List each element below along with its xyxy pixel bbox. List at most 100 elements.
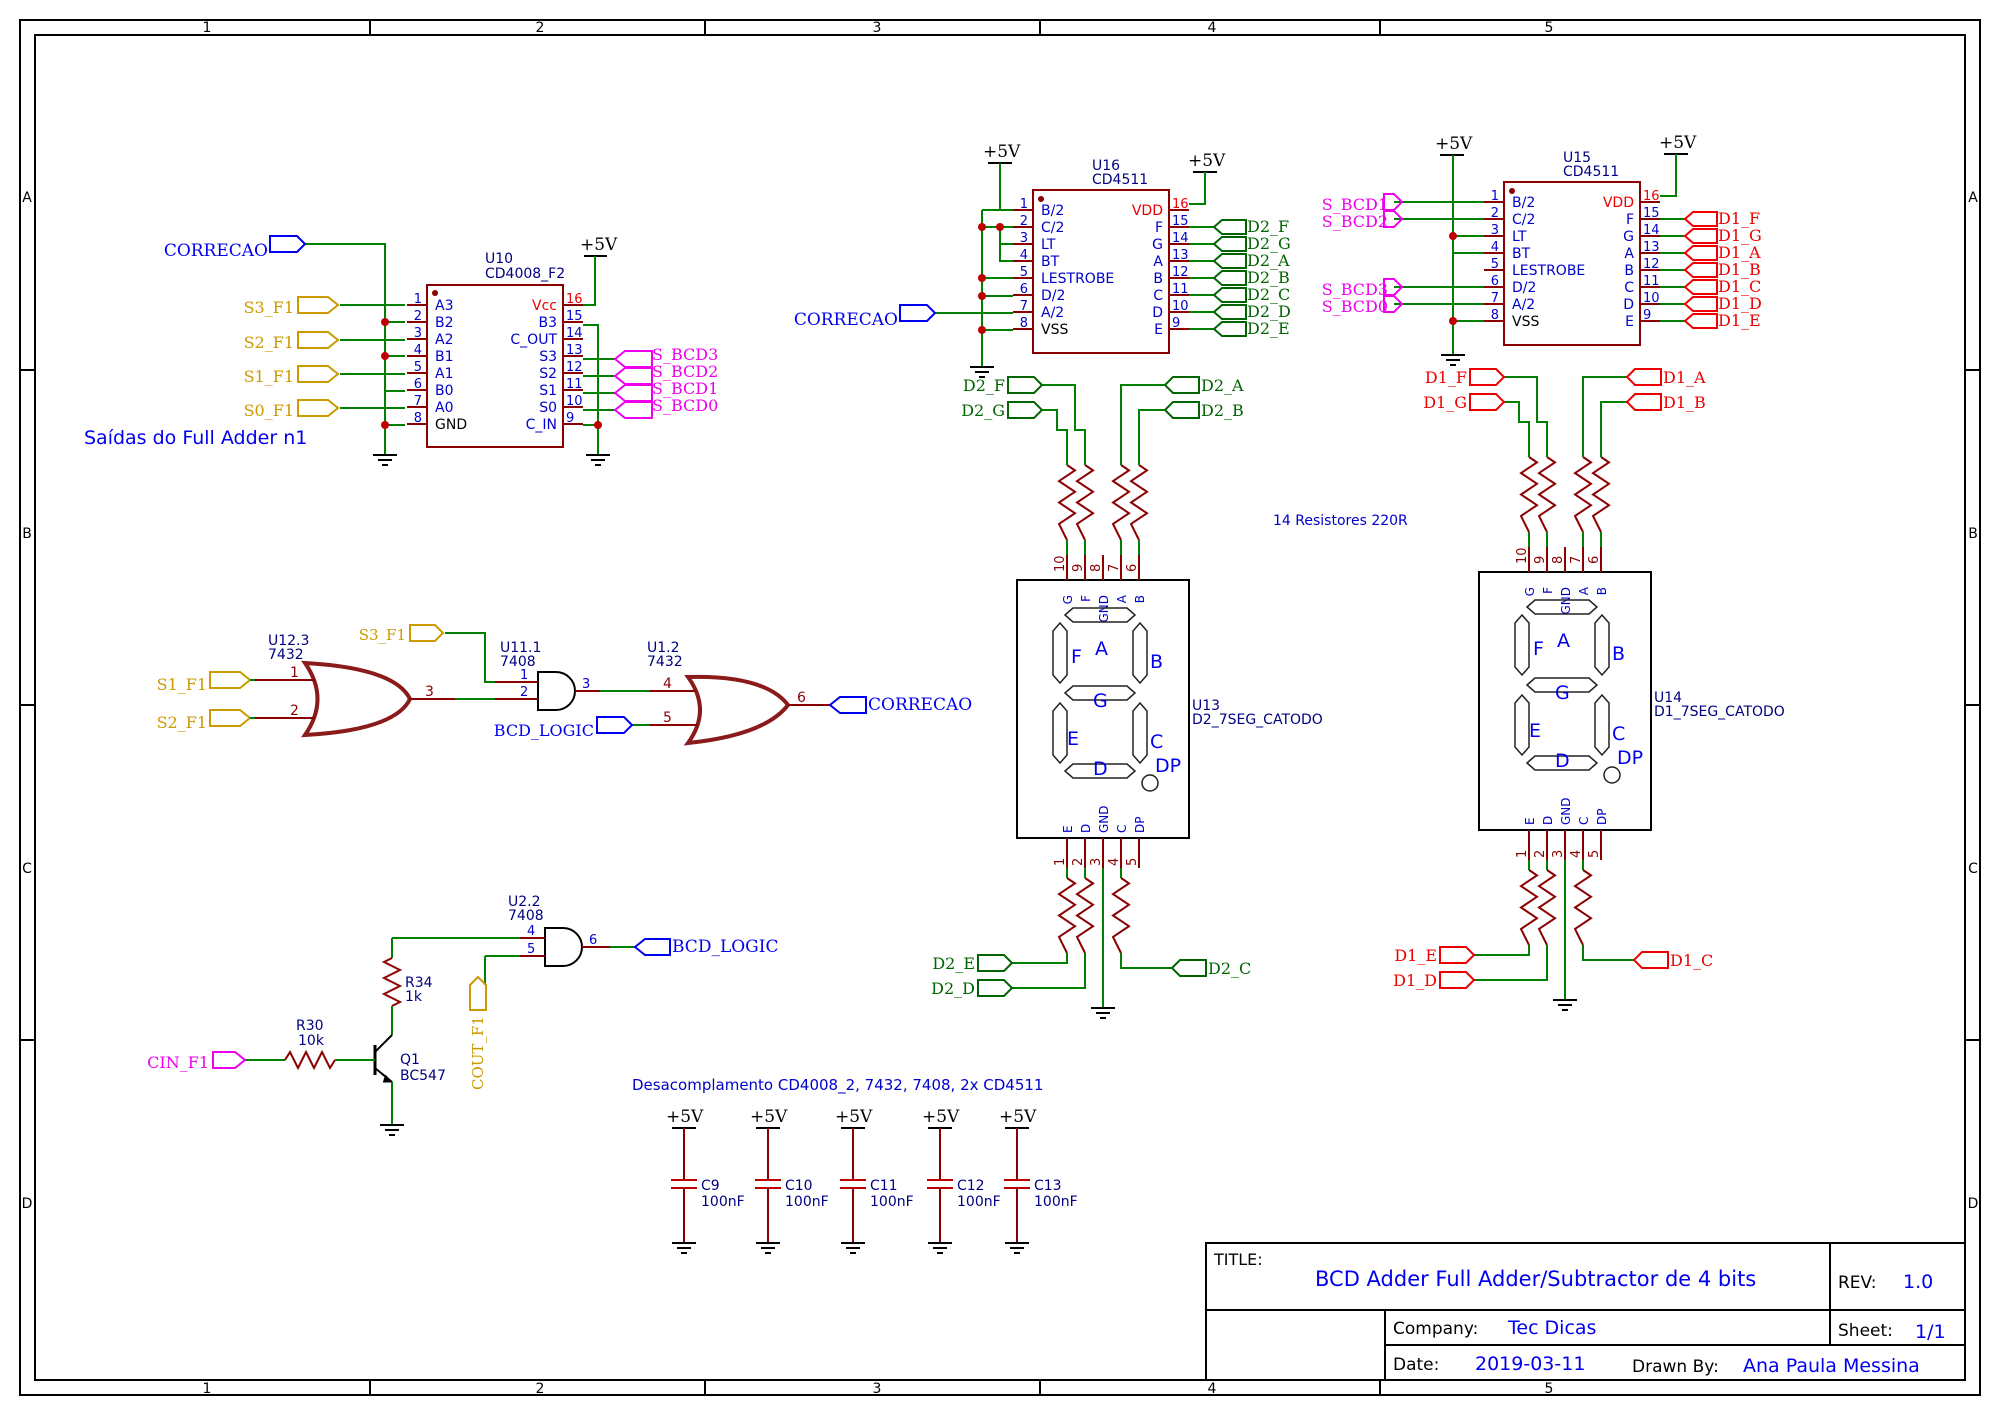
u10-value: CD4008_F2 — [485, 266, 565, 282]
net-flag-s3-f1: S3_F1 — [244, 296, 340, 317]
pin-name: DP — [1595, 809, 1609, 825]
pin-name: B — [1133, 595, 1147, 603]
pin-number: 9 — [566, 411, 574, 426]
pin-name: A1 — [435, 366, 453, 382]
u2-ref: U2.2 — [508, 894, 541, 910]
net-label: D2_F — [1247, 217, 1289, 236]
u10-caption: Saídas do Full Adder n1 — [84, 427, 307, 449]
col-label: 1 — [203, 1381, 212, 1397]
net-label: D1_A — [1718, 243, 1761, 262]
pin-number: 3 — [414, 326, 422, 341]
net-flag-correcao: CORRECAO — [164, 235, 307, 261]
net-flag — [1212, 287, 1247, 303]
pin-number: 5 — [1125, 858, 1140, 866]
net-label: D2_A — [1201, 376, 1244, 395]
pin-name: B0 — [435, 383, 454, 399]
resistor — [1573, 456, 1593, 533]
net-label: CIN_F1 — [147, 1053, 209, 1072]
power-label: +5V — [750, 1107, 788, 1127]
pin-name: E — [1154, 322, 1163, 338]
drawn-label: Drawn By: — [1632, 1357, 1719, 1377]
segment-dp — [1603, 766, 1621, 784]
net-flag — [1007, 401, 1044, 419]
decoupling-caps: +5VC9100nF+5VC10100nF+5VC11100nF+5VC1210… — [666, 1107, 1078, 1254]
net-label: D2_C — [1208, 959, 1251, 978]
pin-num: 4 — [527, 924, 535, 939]
pin-name: B1 — [435, 349, 454, 365]
pin-name: D — [1152, 305, 1163, 321]
u16-ref: U16 — [1092, 158, 1120, 174]
pin-number: 2 — [1533, 850, 1548, 858]
pin-number: 4 — [1569, 850, 1584, 858]
col-label: 4 — [1208, 20, 1217, 36]
cap-value: 100nF — [701, 1194, 745, 1210]
company-label: Company: — [1393, 1319, 1478, 1339]
segment-f — [1052, 621, 1068, 685]
cap-ref: C10 — [785, 1178, 813, 1194]
net-flag — [977, 979, 1014, 997]
pin-num: 2 — [290, 703, 299, 719]
pin-number: 7 — [1020, 299, 1028, 314]
ground-icon — [380, 1124, 404, 1136]
pin-number: 6 — [1587, 556, 1602, 564]
pin-number: 6 — [1020, 282, 1028, 297]
net-label: CORRECAO — [868, 695, 972, 715]
segment-label: C — [1612, 723, 1625, 745]
net-label: D1_G — [1423, 393, 1467, 412]
net-label: S2_F1 — [157, 713, 207, 732]
pin-name: BT — [1041, 254, 1060, 270]
u1-value: 7432 — [647, 654, 683, 670]
pin-name: VSS — [1041, 322, 1068, 338]
resistor — [1573, 869, 1593, 946]
u16-value: CD4511 — [1092, 172, 1148, 188]
resistor — [1537, 456, 1557, 533]
segment-label: B — [1612, 643, 1625, 665]
pin-name: A — [1153, 254, 1163, 270]
pin-name: G — [1523, 587, 1537, 596]
net-flag — [1683, 245, 1718, 261]
segment-label: F — [1533, 638, 1544, 660]
segment-label: DP — [1155, 755, 1181, 777]
col-label: 1 — [203, 20, 212, 36]
net-flag — [1632, 951, 1669, 969]
net-flag — [1683, 211, 1718, 227]
wire — [1474, 945, 1548, 981]
ground-icon — [586, 454, 610, 466]
resistor-note: 14 Resistores 220R — [1273, 513, 1408, 529]
pin-num: 5 — [527, 942, 535, 957]
net-flag-cin-f1: CIN_F1 — [147, 1051, 247, 1072]
pin-number: 8 — [414, 411, 422, 426]
u10-power-label: +5V — [580, 235, 618, 255]
cap-ref: C12 — [957, 1178, 985, 1194]
segment-label: D — [1093, 758, 1108, 780]
net-label: S_BCD2 — [1322, 212, 1388, 231]
row-label: D — [22, 1196, 33, 1212]
col-label: 2 — [536, 20, 545, 36]
pin-number: 13 — [566, 343, 583, 358]
pin-name: A — [1577, 586, 1591, 595]
pin-num: 4 — [663, 676, 672, 692]
pin-number: 4 — [1020, 248, 1028, 263]
pin-number: 16 — [1643, 189, 1660, 204]
pin-number: 5 — [1491, 257, 1499, 272]
wire — [1012, 953, 1086, 989]
segment-label: G — [1555, 682, 1570, 704]
pin-name: LESTROBE — [1041, 271, 1114, 287]
net-label: D1_G — [1718, 226, 1762, 245]
u16-vdd-label: +5V — [1188, 151, 1226, 171]
pin-name: A/2 — [1512, 297, 1535, 313]
pin-number: 1 — [1515, 850, 1530, 858]
net-flag — [1683, 279, 1718, 295]
u15-power-label: +5V — [1435, 134, 1473, 154]
pin-name: D/2 — [1512, 280, 1536, 296]
row-label: C — [1968, 861, 1978, 877]
wire — [1582, 376, 1627, 457]
wire — [1042, 409, 1068, 465]
wire — [1504, 376, 1538, 402]
net-flag — [1469, 368, 1506, 386]
pin-number: 7 — [414, 394, 422, 409]
net-label: S_BCD3 — [652, 345, 718, 364]
pin-number: 11 — [1643, 274, 1660, 289]
pin-number: 9 — [1533, 556, 1548, 564]
